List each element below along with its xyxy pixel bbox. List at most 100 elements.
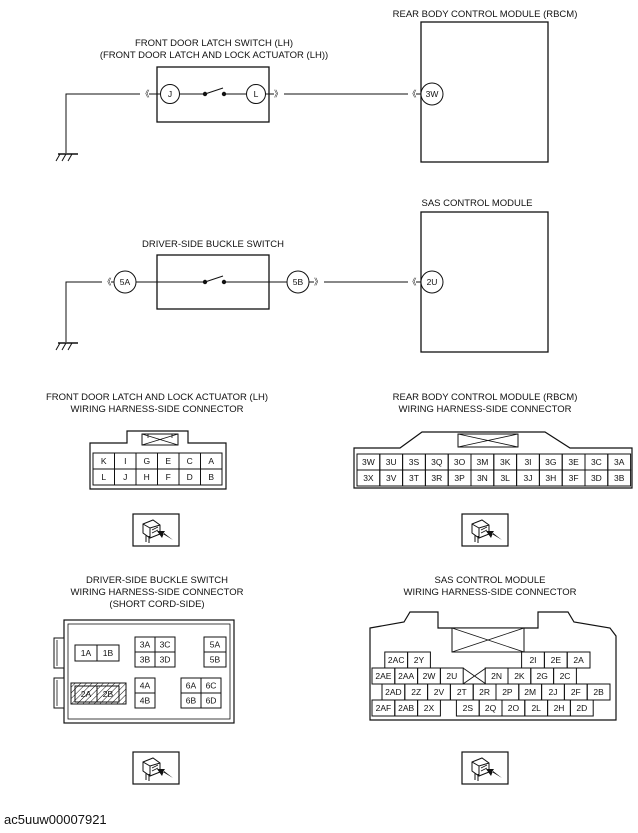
- pin-label: 6D: [206, 696, 217, 706]
- pin-label: 2P: [502, 687, 513, 697]
- pin-label: 3W: [362, 457, 375, 467]
- connector-pin: 4B: [134, 692, 156, 709]
- pin-label: 2AE: [375, 671, 391, 681]
- terminal-l-label: L: [254, 89, 259, 99]
- connector-marks: 《: [141, 89, 150, 99]
- pin-label: 2X: [424, 703, 435, 713]
- pin-label: 4A: [140, 681, 151, 691]
- connector-marks: 《: [103, 277, 112, 287]
- terminal-2u: [420, 270, 444, 294]
- pin-label: 5B: [210, 655, 221, 665]
- buckle-switch-label: DRIVER-SIDE BUCKLE SWITCH: [142, 239, 284, 250]
- pin-label: 3B: [614, 473, 625, 483]
- door-connector-title-2: WIRING HARNESS-SIDE CONNECTOR: [71, 404, 244, 415]
- connector-pin: 2D: [569, 699, 594, 717]
- pin-label: 2M: [524, 687, 536, 697]
- pin-label: K: [101, 456, 107, 466]
- pin-label: 3V: [386, 473, 397, 483]
- probe-icon: [132, 513, 180, 547]
- pin-label: 2V: [434, 687, 445, 697]
- pin-label: 2J: [549, 687, 558, 697]
- pin-label: 6C: [206, 681, 217, 691]
- probe-icon: [461, 751, 509, 785]
- connector-pin: 1B: [96, 644, 120, 662]
- pin-label: 3F: [569, 473, 579, 483]
- pin-label: C: [187, 456, 193, 466]
- pin-label: 2Y: [414, 655, 425, 665]
- connector-marks: 《: [408, 277, 417, 287]
- pin-label: 2AA: [398, 671, 414, 681]
- terminal-5a-label: 5A: [120, 277, 131, 287]
- pin-label: 4B: [140, 696, 151, 706]
- pin-label: 3D: [591, 473, 602, 483]
- pin-label: 2A: [81, 689, 92, 699]
- terminal-3w-label: 3W: [426, 89, 439, 99]
- pin-label: 2A: [573, 655, 584, 665]
- pin-label: 6A: [186, 681, 197, 691]
- pin-label: 1B: [103, 648, 114, 658]
- pin-label: 2D: [576, 703, 587, 713]
- pin-label: 5A: [210, 640, 221, 650]
- terminal-2u-label: 2U: [427, 277, 438, 287]
- pin-label: D: [187, 472, 193, 482]
- pin-label: 3C: [160, 640, 171, 650]
- door-switch-label-line2: (FRONT DOOR LATCH AND LOCK ACTUATOR (LH)…: [100, 50, 328, 61]
- door-switch-label-line1: FRONT DOOR LATCH SWITCH (LH): [135, 38, 293, 49]
- door-switch-circuit: FRONT DOOR LATCH SWITCH (LH) (FRONT DOOR…: [55, 9, 577, 163]
- connector-pin: 2A: [566, 651, 591, 669]
- pin-label: 2W: [423, 671, 436, 681]
- terminal-j-label: J: [168, 89, 172, 99]
- pin-label: 2S: [463, 703, 474, 713]
- switch-contact: [204, 87, 224, 95]
- connector-pin: 3B: [607, 469, 632, 487]
- rbcm-connector-title-2: WIRING HARNESS-SIDE CONNECTOR: [399, 404, 572, 415]
- connector-marks: 《: [408, 89, 417, 99]
- pin-label: 2G: [537, 671, 548, 681]
- switch-contact: [204, 275, 224, 283]
- connector-pin: 6D: [200, 692, 222, 709]
- pin-label: 2AD: [385, 687, 402, 697]
- ground-symbol: [55, 153, 78, 162]
- pin-label: 3K: [500, 457, 511, 467]
- pin-label: 3J: [524, 473, 533, 483]
- connector-pin: 3D: [154, 651, 176, 668]
- pin-label: 3N: [477, 473, 488, 483]
- pin-label: 3E: [568, 457, 579, 467]
- rbcm-connector-title-1: REAR BODY CONTROL MODULE (RBCM): [393, 392, 578, 403]
- pin-label: 3P: [454, 473, 465, 483]
- pin-label: 3O: [454, 457, 466, 467]
- sas-connector-title-2: WIRING HARNESS-SIDE CONNECTOR: [404, 587, 577, 598]
- pin-label: I: [124, 456, 126, 466]
- buckle-switch-circuit: DRIVER-SIDE BUCKLE SWITCH 《 5A 5B 》 《 SA…: [55, 198, 549, 353]
- terminal-5b-label: 5B: [293, 277, 304, 287]
- probe-icon: [132, 751, 180, 785]
- pin-label: 2K: [514, 671, 525, 681]
- pin-label: 3M: [476, 457, 488, 467]
- pin-label: A: [208, 456, 214, 466]
- pin-label: 3A: [614, 457, 625, 467]
- pin-label: 2Z: [411, 687, 421, 697]
- pin-label: 2AB: [398, 703, 414, 713]
- connector-pin: 2X: [417, 699, 441, 717]
- pin-label: 2L: [531, 703, 541, 713]
- figure-id: ac5uuw00007921: [4, 812, 107, 827]
- pin-label: 2B: [593, 687, 604, 697]
- pin-label: 3X: [363, 473, 374, 483]
- pin-label: 2T: [457, 687, 467, 697]
- connector-pin: 5B: [203, 651, 227, 668]
- pin-label: 2C: [560, 671, 571, 681]
- pin-label: 1A: [81, 648, 92, 658]
- pin-label: H: [144, 472, 150, 482]
- pin-label: 3Q: [431, 457, 443, 467]
- pin-label: 6B: [186, 696, 197, 706]
- door-connector-title-1: FRONT DOOR LATCH AND LOCK ACTUATOR (LH): [46, 392, 268, 403]
- pin-label: E: [165, 456, 171, 466]
- probe-icon: [461, 513, 509, 547]
- pin-label: F: [166, 472, 171, 482]
- blank-cavity: [462, 667, 487, 685]
- buckle-connector-title-3: (SHORT CORD-SIDE): [109, 599, 204, 610]
